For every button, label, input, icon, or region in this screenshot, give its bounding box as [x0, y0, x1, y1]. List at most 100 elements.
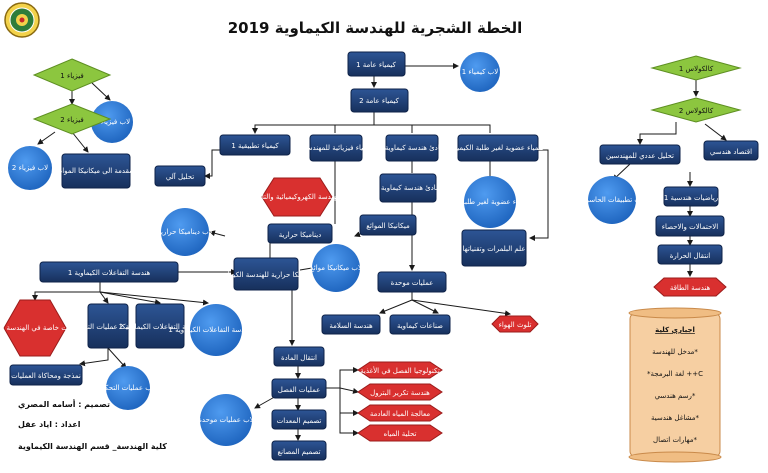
- node-physical-chem: كيمياء فيزيائية للمهندسين: [299, 134, 373, 162]
- credit-department: كلية الهندسة_ قسم الهندسة الكيماوية: [18, 442, 167, 451]
- node-lab-thermo: لاب ديناميكا حرارية: [157, 208, 213, 256]
- node-refining: هندسة تكرير البترول: [357, 383, 443, 401]
- node-separation: عمليات الفصل: [271, 378, 327, 399]
- svg-text:نمذجة ومحاكاة العمليات: نمذجة ومحاكاة العمليات: [11, 372, 81, 380]
- node-reactor1: هندسة التفاعلات الكيماوية 1: [39, 261, 179, 283]
- svg-text:تحليل آلي: تحليل آلي: [166, 172, 194, 181]
- svg-text:الاحتمالات والاحصاء: الاحتمالات والاحصاء: [662, 223, 719, 231]
- college-requirements-scroll: اجباري كلية مدخل للهندسة* *لغة البرمجة ++…: [628, 307, 722, 463]
- node-applied-chem: كيمياء تطبيقية 1: [219, 134, 291, 156]
- node-thermo: ديناميكا حرارية: [267, 223, 333, 244]
- svg-text:ميكانيكا الموائع: ميكانيكا الموائع: [366, 222, 410, 230]
- svg-text:كيمياء عامة 2: كيمياء عامة 2: [359, 97, 399, 105]
- svg-text:مقدمة الى ميكانيكا المواد: مقدمة الى ميكانيكا المواد: [59, 167, 133, 175]
- svg-text:كالكولاس 2: كالكولاس 2: [679, 107, 714, 115]
- svg-text:عمليات الفصل: عمليات الفصل: [278, 386, 321, 394]
- node-lab-organic: لاب كيمياء عضوية لغير طلبة الكيمياء: [437, 176, 543, 228]
- svg-text:لاب هندسة التفاعلات الكيماوية: لاب هندسة التفاعلات الكيماوية 1: [168, 326, 263, 334]
- scroll-items: مدخل للهندسة* *لغة البرمجة ++C رسم هندسي* م…: [647, 348, 703, 444]
- scroll-title: اجباري كلية: [655, 326, 695, 334]
- svg-text:كيمياء فيزيائية للمهندسين: كيمياء فيزيائية للمهندسين: [299, 144, 373, 152]
- svg-text:لاب فيزياء 2: لاب فيزياء 2: [12, 164, 48, 172]
- scroll-item: رسم هندسي*: [655, 392, 696, 400]
- credit-design: تصميم : أسامه المصري: [18, 400, 111, 409]
- node-chem-eng-basics1: مبادئ هندسة كيماوية 1: [378, 134, 446, 162]
- node-air-pollution: تلوث الهواء: [491, 315, 539, 333]
- node-chem1: كيمياء عامة 1: [347, 51, 406, 77]
- svg-text:هندسة السلامة: هندسة السلامة: [329, 322, 373, 330]
- node-eng-math1: رياضيات هندسية 1: [663, 186, 719, 207]
- svg-text:هندسة الطاقة: هندسة الطاقة: [670, 284, 711, 292]
- svg-text:كالكولاس 1: كالكولاس 1: [679, 65, 714, 73]
- scroll-item: *لغة البرمجة ++C: [647, 370, 703, 378]
- scroll-item: مشاغل هندسية*: [651, 414, 700, 422]
- svg-text:لاب تطبيقات الحاسوب: لاب تطبيقات الحاسوب: [579, 196, 645, 204]
- svg-text:هندسة التفاعلات الكيماوية 2: هندسة التفاعلات الكيماوية 2: [119, 323, 202, 331]
- node-lab-control: لاب عمليات التحكم: [100, 366, 156, 410]
- node-plant-design: تصميم المصانع: [271, 440, 327, 461]
- node-calc2: كالكولاس 2: [650, 97, 742, 123]
- svg-text:صناعات كيماوية: صناعات كيماوية: [397, 322, 443, 330]
- node-energy-eng: هندسة الطاقة: [653, 277, 727, 297]
- node-phys2: فيزياء 2: [32, 103, 112, 135]
- svg-text:انتقال الحرارة: انتقال الحرارة: [670, 252, 710, 260]
- svg-text:موضوعات خاصة في الهندسة الكيما: موضوعات خاصة في الهندسة الكيماوية: [0, 324, 91, 332]
- svg-text:كيمياء عامة 1: كيمياء عامة 1: [356, 61, 396, 69]
- svg-text:ديناميكا حرارية للهندسة الكيما: ديناميكا حرارية للهندسة الكيماوية: [218, 271, 313, 279]
- svg-text:لاب ديناميكا حرارية: لاب ديناميكا حرارية: [157, 228, 212, 236]
- svg-text:فيزياء 2: فيزياء 2: [60, 116, 83, 124]
- node-lab-chem1: لاب كيمياء 1: [460, 52, 500, 92]
- svg-text:مبادئ هندسة كيماوية 2: مبادئ هندسة كيماوية 2: [374, 184, 442, 192]
- node-fluid-mech: ميكانيكا الموائع: [359, 214, 417, 236]
- svg-text:رياضيات هندسية 1: رياضيات هندسية 1: [664, 194, 718, 202]
- svg-text:تصميم المعدات: تصميم المعدات: [277, 417, 322, 425]
- svg-text:معالجة المياه العادمة: معالجة المياه العادمة: [370, 410, 431, 418]
- university-logo: [4, 2, 40, 38]
- node-chem2: كيمياء عامة 2: [350, 88, 409, 113]
- svg-text:كيمياء تطبيقية 1: كيمياء تطبيقية 1: [231, 142, 279, 150]
- svg-text:لاب كيمياء عضوية لغير طلبة الك: لاب كيمياء عضوية لغير طلبة الكيمياء: [437, 198, 542, 206]
- node-calc1: كالكولاس 1: [650, 55, 742, 81]
- svg-text:هندسة تكرير البترول: هندسة تكرير البترول: [370, 389, 430, 397]
- svg-text:لاب عمليات التحكم: لاب عمليات التحكم: [100, 384, 156, 392]
- node-lab-computer: لاب تطبيقات الحاسوب: [579, 176, 645, 224]
- svg-text:ديناميكا عمليات التحكم: ديناميكا عمليات التحكم: [75, 323, 141, 331]
- node-unit-ops: عمليات موحدة: [377, 271, 447, 293]
- node-lab-reactor1: لاب هندسة التفاعلات الكيماوية 1: [168, 304, 264, 356]
- node-phys1: فيزياء 1: [32, 58, 112, 92]
- scroll-item: مدخل للهندسة*: [652, 348, 698, 356]
- node-chem-thermo: ديناميكا حرارية للهندسة الكيماوية: [218, 257, 314, 291]
- node-electrochem: الهندسة الكهروكيميائية والتآكل: [253, 177, 341, 217]
- svg-text:كيمياء عضوية لغير طلبة الكيميا: كيمياء عضوية لغير طلبة الكيمياء: [452, 144, 545, 152]
- node-special-topics: موضوعات خاصة في الهندسة الكيماوية: [0, 299, 91, 357]
- node-numerical-methods: تحليل عددي للمهندسين: [599, 144, 681, 165]
- svg-text:عمليات موحدة: عمليات موحدة: [391, 279, 434, 287]
- svg-text:لاب عمليات موحدة: لاب عمليات موحدة: [198, 416, 253, 424]
- node-food-tech: تكنولوجيا الفصل في الأغذية: [357, 361, 443, 379]
- node-eng-econ: اقتصاد هندسي: [703, 140, 759, 161]
- svg-text:انتقال المادة: انتقال المادة: [281, 354, 317, 362]
- node-intro-mech: مقدمة الى ميكانيكا المواد: [59, 153, 133, 189]
- node-numerical: تحليل آلي: [154, 165, 206, 187]
- node-modeling: نمذجة ومحاكاة العمليات: [9, 364, 83, 386]
- svg-text:اقتصاد هندسي: اقتصاد هندسي: [710, 148, 752, 156]
- node-lab-unit-ops: لاب عمليات موحدة: [198, 394, 254, 446]
- page-title: الخطة الشجرية للهندسة الكيماوية 2019: [228, 19, 523, 37]
- node-control: ديناميكا عمليات التحكم: [75, 303, 141, 349]
- node-mass-transfer: انتقال المادة: [273, 346, 325, 367]
- credit-prepared: اعداد : اياد عقل: [18, 420, 81, 429]
- svg-text:الهندسة الكهروكيميائية والتآكل: الهندسة الكهروكيميائية والتآكل: [253, 192, 341, 201]
- svg-text:ديناميكا حرارية: ديناميكا حرارية: [279, 231, 322, 239]
- svg-text:علم البلمرات وتقنياتها: علم البلمرات وتقنياتها: [462, 245, 525, 253]
- svg-text:تلوث الهواء: تلوث الهواء: [499, 321, 532, 329]
- scroll-item: مهارات اتصال*: [653, 436, 697, 444]
- node-lab-phys1: لاب فيزياء 1: [91, 101, 133, 143]
- node-equip-design: تصميم المعدات: [271, 409, 327, 430]
- node-lab-phys2: لاب فيزياء 2: [8, 146, 52, 190]
- svg-text:لاب ميكانيكا موائع: لاب ميكانيكا موائع: [310, 264, 362, 272]
- node-wastewater: معالجة المياه العادمة: [357, 404, 443, 422]
- node-safety: هندسة السلامة: [321, 314, 381, 335]
- node-organic-chem: كيمياء عضوية لغير طلبة الكيمياء: [452, 134, 545, 162]
- svg-text:هندسة التفاعلات الكيماوية 1: هندسة التفاعلات الكيماوية 1: [68, 269, 151, 277]
